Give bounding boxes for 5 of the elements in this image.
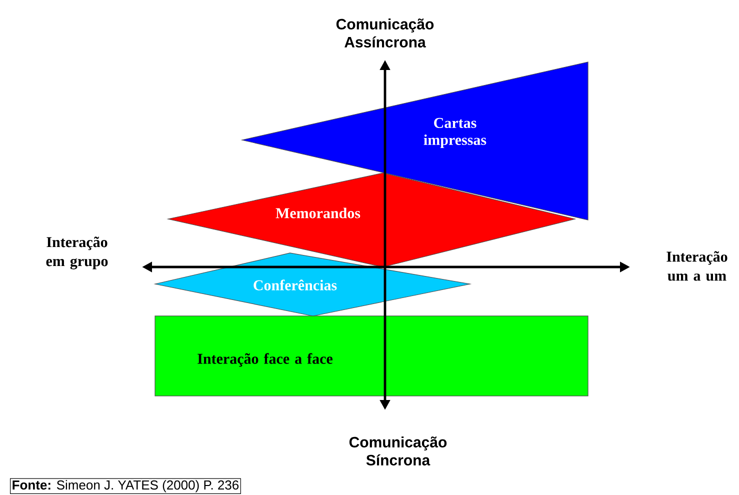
- axis-label: Comunicação Síncrona: [349, 436, 447, 466]
- axis-label: Interação em grupo: [46, 236, 108, 270]
- axis-label: Comunicação Assíncrona: [336, 18, 434, 48]
- source-caption: Fonte: Simeon J. YATES (2000) P. 236: [10, 478, 241, 494]
- axis-label: Interação um a um: [666, 251, 728, 281]
